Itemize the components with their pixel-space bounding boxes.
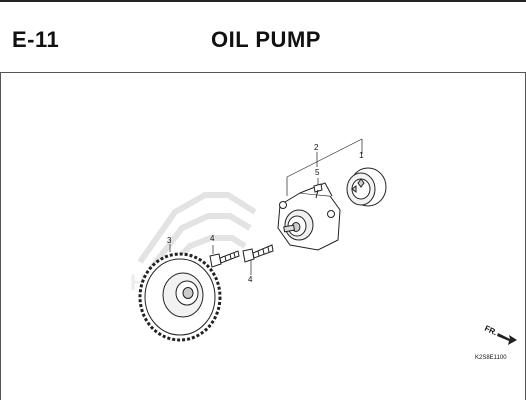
front-direction-arrow: FR. [483, 324, 517, 345]
figure-code: K2S8E1100 [475, 355, 507, 361]
section-code: E-11 [12, 27, 60, 52]
pump-body [277, 182, 341, 251]
flange-bolt [209, 250, 240, 268]
callout-4: 4 [210, 234, 215, 243]
small-bolt [313, 183, 323, 199]
header-rule [0, 0, 526, 2]
direction-label: FR. [483, 324, 498, 338]
callout-1: 1 [359, 151, 364, 160]
flange-bolt [242, 244, 274, 263]
page-title: OIL PUMP [211, 27, 321, 52]
page-header: E-11 OIL PUMP [0, 0, 526, 70]
callout-4: 4 [248, 275, 253, 284]
pump-driven-gear [138, 252, 222, 342]
callout-5: 5 [315, 168, 320, 177]
pump-rotor [346, 167, 387, 207]
callout-3: 3 [167, 236, 172, 245]
callout-2: 2 [314, 143, 319, 152]
